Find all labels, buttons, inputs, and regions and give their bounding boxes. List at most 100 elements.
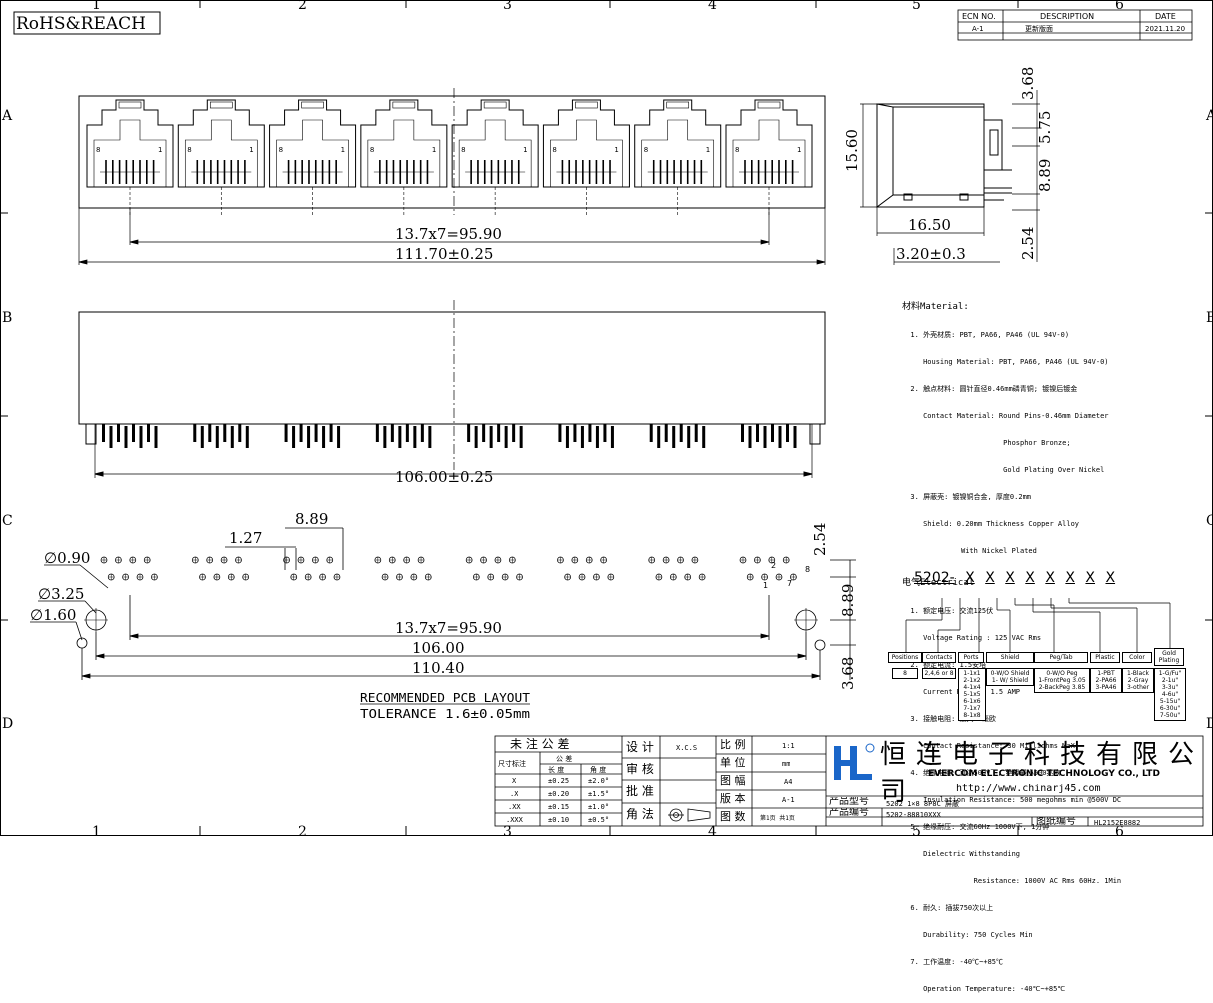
gold-values: 1-G/Fu" 2-1u" 3-3u" 4-6u" 5-15u" 6-30u" … xyxy=(1154,668,1186,721)
terminal-pin xyxy=(467,424,471,442)
port-pin-label-1: 1 xyxy=(341,146,345,154)
front-view xyxy=(78,88,826,215)
port-outline xyxy=(269,99,357,188)
port-pin-label-8: 8 xyxy=(461,146,465,154)
terminal-pin xyxy=(398,426,402,448)
electrical-line: 5. 绝缘耐压: 交流60Hz 1000V下, 1分钟 xyxy=(902,823,1050,831)
tol-gong: 公 差 xyxy=(556,755,573,763)
terminal-pin xyxy=(771,424,774,442)
rj45-port xyxy=(634,99,722,215)
rev-col-date: DATE xyxy=(1155,12,1176,21)
terminal-pin xyxy=(702,426,706,448)
company-name-en: EVERCOM ELECTRONIC TECHNOLOGY CO., LTD xyxy=(928,769,1160,779)
dim-side-offset: 3.20±0.3 xyxy=(896,245,966,263)
rj45-port xyxy=(542,99,630,215)
terminal-pin xyxy=(223,424,227,442)
terminal-pin xyxy=(694,424,698,442)
version-value: A-1 xyxy=(782,796,795,804)
rj45-port xyxy=(725,99,813,215)
electrical-line: Durability: 750 Cycles Min xyxy=(902,931,1033,939)
terminal-pin xyxy=(117,424,120,442)
plastic-value: 3-PA46 xyxy=(1095,684,1117,691)
tol-title: 未 注 公 差 xyxy=(510,738,570,751)
dim-side-lower: 8.89 xyxy=(1036,159,1054,192)
terminal-pin xyxy=(595,426,599,448)
electrical-line: 2. 额定电流: 1.5安培 xyxy=(902,661,987,669)
part-number: 5202- X X X X X X X X xyxy=(914,570,1115,586)
material-line: With Nickel Plated xyxy=(902,547,1037,555)
terminal-pin xyxy=(756,424,759,442)
material-line: Housing Material: PBT, PA66, PA46 (UL 94… xyxy=(902,358,1109,366)
sheets-label: 图 数 xyxy=(720,811,746,823)
port-pin-label-1: 1 xyxy=(249,146,253,154)
gold-value: 2-1u" xyxy=(1161,677,1179,684)
col-label-5-bottom: 5 xyxy=(912,824,921,836)
pcb-pin-7: 7 xyxy=(787,579,792,588)
terminal-pin xyxy=(375,424,379,442)
pin-group xyxy=(558,424,614,448)
dim-hole-small: ∅0.90 xyxy=(44,549,90,567)
drawing-label: 图纸编号 xyxy=(1036,817,1076,827)
design-value: X.C.S xyxy=(676,744,698,752)
terminal-pin xyxy=(428,426,432,448)
terminal-pin xyxy=(284,424,288,442)
pcb-layout-title: RECOMMENDED PCB LAYOUT xyxy=(360,691,530,705)
rev-col-ecn: ECN NO. xyxy=(962,12,996,21)
col-label-4-bottom: 4 xyxy=(708,824,717,836)
electrical-line: Dielectric Withstanding xyxy=(902,850,1021,858)
positions-value: 8 xyxy=(892,668,918,679)
approve-label: 批 准 xyxy=(626,785,654,798)
ports-value: 1-1x1 xyxy=(963,670,981,677)
terminal-pin xyxy=(748,426,752,448)
terminal-pin xyxy=(565,426,569,448)
electrical-line: Voltage Rating : 125 VAC Rms xyxy=(902,634,1042,642)
row-label-d: D xyxy=(2,716,13,732)
shield-label: Shield xyxy=(986,652,1034,663)
dim-side-height: 15.60 xyxy=(843,129,861,172)
ports-label: Ports xyxy=(958,652,984,663)
row-label-b: B xyxy=(2,310,12,326)
port-inner xyxy=(367,119,441,187)
ports-value: 7-1x7 xyxy=(963,705,981,712)
code-label: 产品编号 xyxy=(829,808,869,818)
port-pin-label-8: 8 xyxy=(279,146,283,154)
gold-value: 3-3u" xyxy=(1161,684,1179,691)
terminal-pin xyxy=(245,426,249,448)
rev-date: 2021.11.20 xyxy=(1145,25,1185,33)
terminal-pin xyxy=(489,426,493,448)
port-pin-label-8: 8 xyxy=(735,146,739,154)
rj45-port xyxy=(177,99,265,215)
pcb-hole-group xyxy=(648,556,706,581)
tol-row-x2: .XX xyxy=(508,803,521,811)
row-label-a-right: A xyxy=(1205,108,1213,124)
bottom-view xyxy=(78,300,826,478)
terminal-pin xyxy=(474,426,478,448)
port-outline xyxy=(634,99,722,188)
terminal-pin xyxy=(588,424,592,442)
gold-value: 5-15u" xyxy=(1159,698,1181,705)
ports-value: 6-1x6 xyxy=(963,698,981,705)
terminal-pin xyxy=(786,424,789,442)
terminal-pin xyxy=(413,426,417,448)
size-label: 图 幅 xyxy=(720,775,746,787)
gold-value: 4-6u" xyxy=(1161,691,1179,698)
revision-table xyxy=(957,9,1193,41)
dim-front-total: 111.70±0.25 xyxy=(395,245,493,263)
terminal-pin xyxy=(322,426,326,448)
color-value: 2-Gray xyxy=(1127,677,1149,684)
terminal-pin xyxy=(132,424,135,442)
gold-value: 7-50u" xyxy=(1159,712,1181,719)
terminal-pin xyxy=(124,426,128,448)
plastic-value: 1-PBT xyxy=(1097,670,1115,677)
pcb-layout xyxy=(30,527,856,705)
port-outline xyxy=(451,99,539,188)
contacts-value: 2,4,6 or 8 xyxy=(922,668,956,679)
terminal-pin xyxy=(147,424,150,442)
terminal-pin xyxy=(390,424,394,442)
terminal-pin xyxy=(383,426,387,448)
port-inner xyxy=(276,119,349,187)
positions-label: Positions xyxy=(888,652,922,663)
port-latch xyxy=(666,101,690,109)
gold-value: 6-30u" xyxy=(1159,705,1181,712)
terminal-pin xyxy=(314,424,318,442)
